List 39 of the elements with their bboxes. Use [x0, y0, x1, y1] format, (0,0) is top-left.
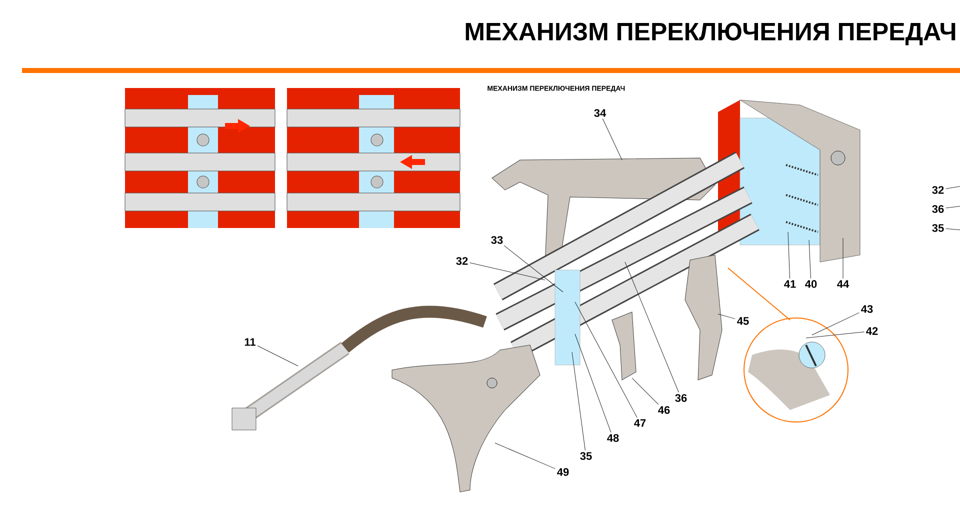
leader-line — [624, 262, 679, 393]
leader-line — [574, 334, 612, 433]
callout-number: 34 — [594, 109, 606, 117]
callout-number: 42 — [866, 327, 878, 335]
leader-line — [574, 302, 638, 418]
leader-line — [470, 262, 546, 280]
callout-number: 47 — [634, 419, 646, 427]
leader-line — [946, 186, 960, 189]
callout-number: 32 — [456, 257, 468, 265]
leader-line — [494, 442, 556, 469]
leader-line — [808, 240, 811, 279]
callout-number: 36 — [675, 394, 687, 402]
leader-line — [632, 378, 659, 405]
leader-line — [718, 314, 736, 320]
callout-number: 41 — [784, 280, 796, 288]
callout-number: 46 — [658, 406, 670, 414]
callout-number: 43 — [861, 305, 873, 313]
callout-number: 36 — [932, 205, 944, 213]
leader-line — [257, 346, 298, 366]
callout-number: 11 — [244, 338, 256, 346]
leader-line — [572, 352, 586, 451]
leader-line — [842, 238, 844, 279]
callout-number: 48 — [607, 434, 619, 442]
leader-line — [946, 206, 960, 208]
leader-line — [788, 232, 790, 279]
callout-number: 40 — [805, 280, 817, 288]
leader-line — [504, 245, 564, 292]
leader-line — [812, 312, 860, 336]
callout-number: 49 — [557, 468, 569, 476]
callout-number: 45 — [737, 317, 749, 325]
title: МЕХАНИЗМ ПЕРЕКЛЮЧЕНИЯ ПЕРЕДАЧ — [466, 22, 956, 46]
leader-line — [806, 332, 864, 338]
leader-line — [946, 228, 960, 230]
callout-number: 44 — [837, 280, 850, 288]
callout-number: 32 — [932, 186, 944, 194]
leader-line — [602, 118, 622, 160]
callout-number: 35 — [580, 452, 592, 460]
callout-number: 33 — [491, 236, 503, 244]
callout-number: 35 — [932, 224, 944, 232]
